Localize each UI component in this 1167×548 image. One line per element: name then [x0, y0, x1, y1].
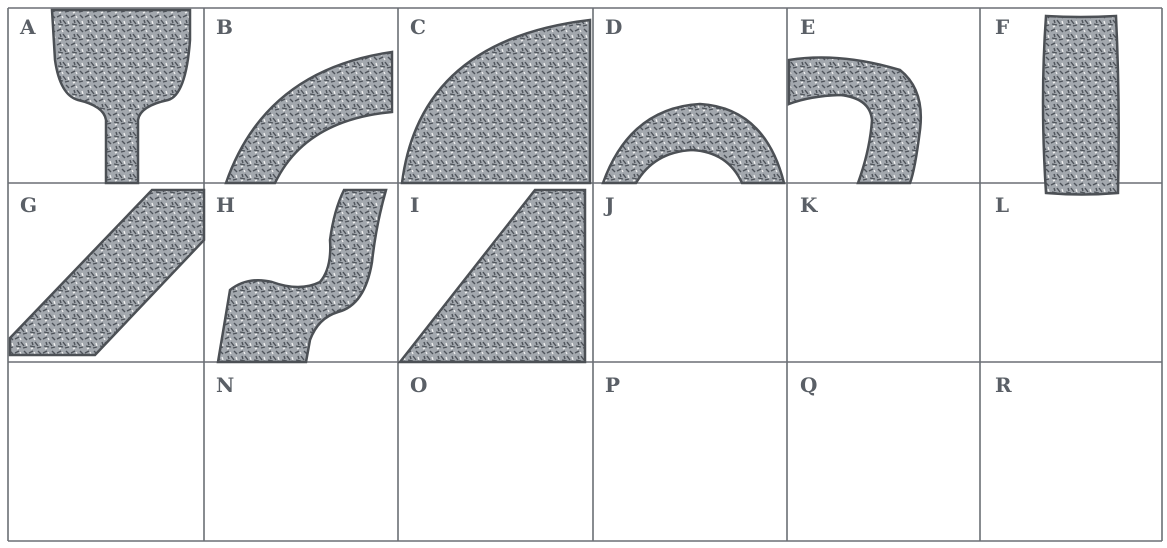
cell-label-a: A — [19, 15, 36, 39]
cell-label-f: F — [995, 15, 1009, 39]
shape-vertical-band — [1043, 16, 1119, 195]
cell-label-n: N — [216, 373, 234, 397]
cell-label-i: I — [410, 193, 419, 217]
cell-label-q: Q — [800, 373, 817, 397]
cell-label-r: R — [995, 373, 1012, 397]
cell-label-e: E — [800, 15, 815, 39]
shape-thick-arc — [402, 20, 590, 183]
cell-label-d: D — [605, 15, 622, 39]
cell-label-g: G — [20, 193, 37, 217]
cell-label-p: P — [605, 373, 620, 397]
cell-label-k: K — [800, 193, 818, 217]
shape-hook — [789, 58, 921, 183]
cell-label-l: L — [995, 193, 1009, 217]
shape-corner-wedge — [400, 190, 585, 362]
cell-label-h: H — [216, 193, 235, 217]
cell-label-c: C — [410, 15, 426, 39]
shape-dome — [603, 104, 784, 183]
shape-step-band — [218, 190, 386, 362]
shape-diagonal-band — [10, 190, 204, 355]
shape-stem-joint — [52, 10, 190, 183]
cell-label-b: B — [216, 15, 233, 39]
cell-label-o: O — [410, 373, 427, 397]
shape-thin-arc — [226, 52, 392, 183]
cell-shapes — [10, 10, 1119, 362]
cell-label-j: J — [603, 193, 614, 217]
